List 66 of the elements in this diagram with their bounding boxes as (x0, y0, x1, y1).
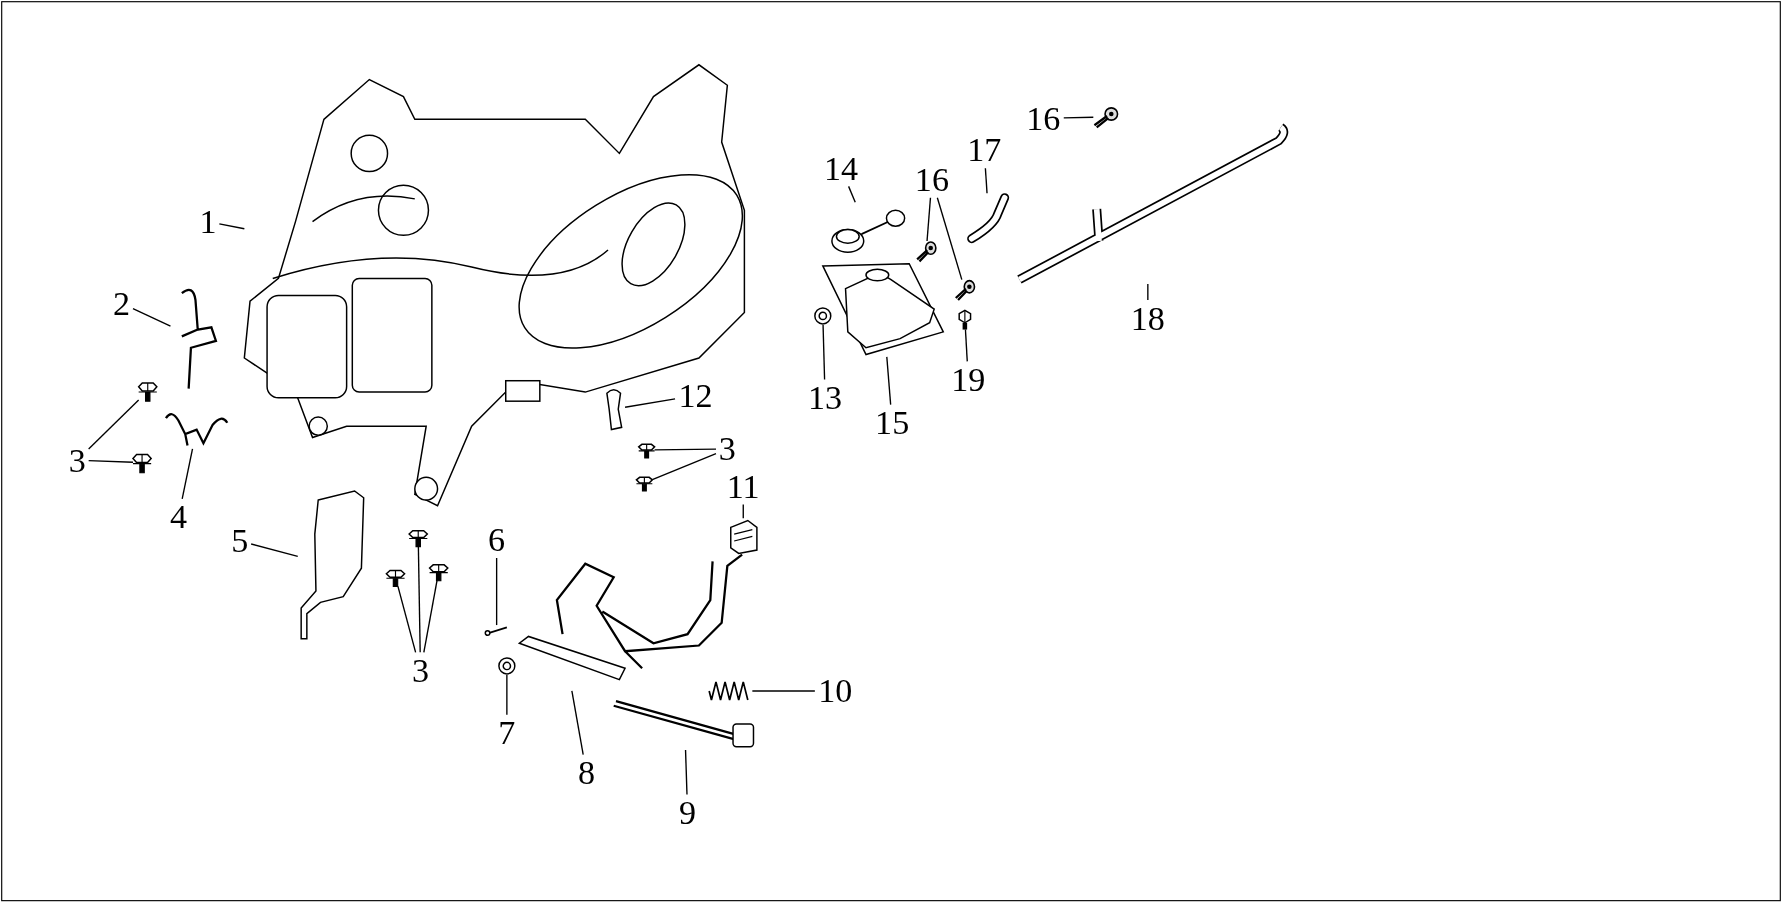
callout-number: 9 (676, 794, 699, 831)
callout-number: 7 (495, 714, 519, 752)
leader-line (964, 328, 968, 363)
bolt-drawing (409, 528, 428, 547)
leader-line (624, 398, 676, 408)
callout-number: 12 (675, 377, 716, 414)
callout-number: 19 (947, 361, 989, 398)
reservoir-drawing (820, 263, 946, 357)
callout-number: 5 (228, 522, 252, 560)
fitting-drawing (956, 309, 973, 330)
leader-line (132, 308, 172, 327)
leader-line (1063, 116, 1094, 119)
callout-number: 6 (485, 521, 508, 558)
callout-number: 3 (716, 430, 739, 468)
callout-number: 1 (196, 203, 220, 240)
leader-line (684, 749, 688, 796)
pin-drawing (484, 625, 510, 637)
nut-drawing (813, 306, 832, 326)
bolt-drawing (138, 380, 157, 402)
callout-number: 16 (1022, 100, 1064, 137)
callout-number: 11 (722, 468, 764, 505)
hose-drawing (966, 193, 1012, 245)
leader-line (822, 324, 826, 381)
washer-drawing (497, 656, 516, 676)
leader-line (397, 585, 417, 653)
leader-line (417, 545, 421, 653)
bolt-drawing (132, 452, 152, 473)
callout-number: 15 (871, 404, 913, 441)
leader-line (250, 543, 299, 558)
callout-number: 13 (804, 379, 846, 416)
callout-number: 8 (575, 754, 598, 791)
leader-line (495, 557, 498, 626)
clip-drawing (1093, 106, 1119, 128)
leader-line (87, 399, 140, 450)
clip-drawing (954, 279, 976, 301)
leader-line (423, 580, 438, 653)
callout-number: 18 (1127, 300, 1169, 337)
leader-line (651, 452, 717, 481)
callout-number: 4 (167, 498, 190, 536)
leader-line (984, 167, 988, 194)
callout-number: 3 (409, 652, 432, 689)
callout-number: 2 (110, 285, 133, 322)
leader-line (886, 356, 892, 406)
bolt-drawing (429, 562, 448, 581)
leader-line (1147, 283, 1149, 301)
leader-line (653, 448, 717, 451)
leader-line (181, 448, 194, 500)
leader-line (926, 197, 932, 242)
leader-line (751, 690, 816, 692)
bolt-drawing (386, 568, 405, 587)
bolt-drawing (636, 475, 653, 491)
callout-number: 17 (963, 131, 1005, 169)
leader-line (847, 185, 856, 203)
leader-line (506, 674, 508, 716)
leader-line (571, 690, 584, 756)
callout-number: 16 (911, 161, 953, 198)
callout-number: 14 (820, 150, 862, 187)
rubber-stop-drawing (727, 518, 760, 555)
callout-number: 10 (814, 672, 856, 710)
bolt-drawing (638, 442, 655, 458)
leader-line (87, 460, 134, 463)
leader-line (936, 197, 963, 281)
callout-number: 3 (65, 442, 89, 479)
leader-line (218, 223, 245, 230)
leader-line (742, 503, 744, 519)
clip-drawing (916, 240, 937, 262)
